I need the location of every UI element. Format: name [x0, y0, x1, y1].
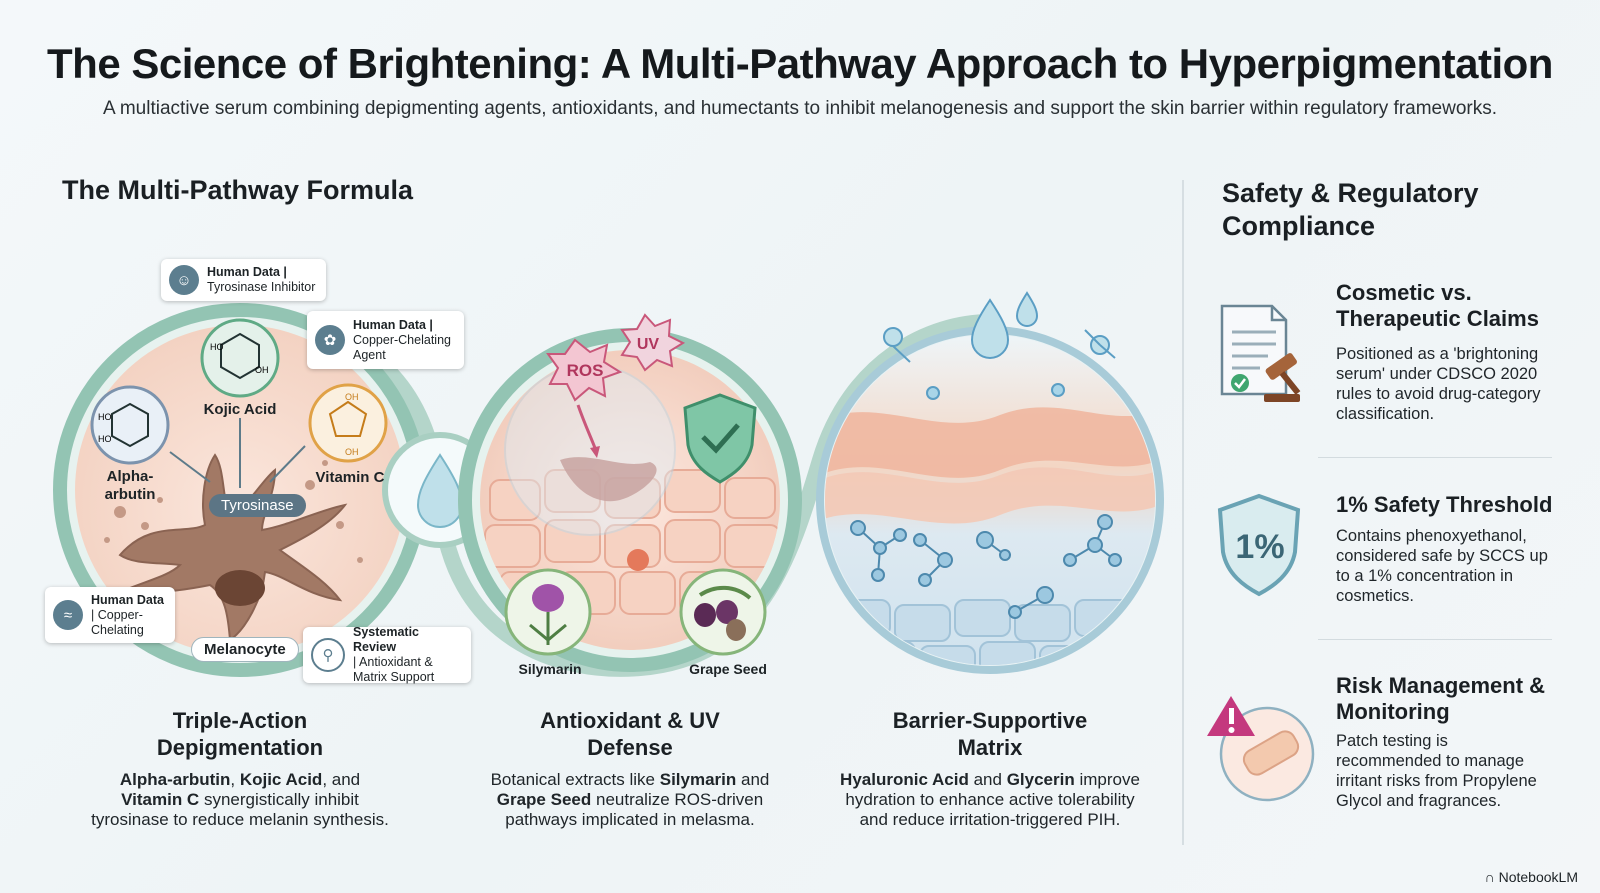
shield-icon: 1% — [1217, 493, 1301, 597]
vitamin-c-molecule: OH OH — [308, 383, 388, 463]
silymarin-label: Silymarin — [518, 661, 582, 677]
callout-tyrosinase-inhibitor: ☺ Human Data |Tyrosinase Inhibitor — [161, 259, 326, 301]
silymarin-thistle-icon — [504, 568, 592, 656]
one-percent-badge: 1% — [1235, 528, 1284, 566]
section-divider — [1182, 180, 1184, 845]
svg-text:OH: OH — [345, 447, 359, 457]
svg-text:OH: OH — [255, 365, 269, 375]
notebooklm-brand: ∩ NotebookLM — [1484, 869, 1578, 885]
barrier-text: Hyaluronic Acid and Glycerin improve hyd… — [840, 770, 1140, 829]
svg-text:ROS: ROS — [567, 361, 604, 380]
shield-check-icon — [683, 393, 757, 484]
ros-arrow — [576, 404, 597, 449]
water-droplets — [926, 383, 1065, 400]
vitamin-c-label: Vitamin C — [315, 469, 385, 486]
svg-text:HO: HO — [98, 412, 112, 422]
alpha-arbutin-label: Alpha-arbutin — [104, 468, 156, 503]
cosmetic-claims-heading: Cosmetic vs. Therapeutic Claims — [1336, 280, 1539, 331]
safety-heading: Safety & Regulatory Compliance — [1222, 178, 1479, 241]
safety-threshold-text: Contains phenoxyethanol, considered safe… — [1336, 527, 1548, 605]
tyrosinase-pill: Tyrosinase — [209, 494, 306, 517]
protective-sphere — [504, 364, 676, 536]
document-gavel-icon — [1220, 304, 1301, 402]
callout-copper-chelating-agent: ✿ Human Data |Copper-Chelating Agent — [307, 311, 464, 369]
callout-systematic-review: ⚲ Systematic Review| Antioxidant & Matri… — [303, 625, 471, 684]
kojic-acid-molecule: HO OH — [200, 318, 280, 398]
document-search-icon: ⚲ — [311, 638, 345, 672]
antioxidant-text: Botanical extracts like Silymarin and Gr… — [490, 770, 770, 829]
person-icon: ☺ — [169, 265, 199, 295]
right-divider-2 — [1318, 639, 1552, 640]
triple-action-heading: Triple-Action Depigmentation — [156, 708, 324, 760]
safety-threshold-heading: 1% Safety Threshold — [1336, 492, 1553, 517]
risk-management-heading: Risk Management & Monitoring — [1336, 673, 1546, 724]
callout-copper-chelating: ≈ Human Data| Copper-Chelating — [45, 587, 175, 643]
triple-action-text: Alpha-arbutin, Kojic Acid, and Vitamin C… — [91, 770, 389, 829]
uv-burst: UV — [620, 313, 686, 372]
kojic-acid-label: Kojic Acid — [203, 401, 277, 418]
formula-heading: The Multi-Pathway Formula — [62, 175, 414, 205]
svg-text:HO: HO — [210, 342, 224, 352]
melanin-dots — [104, 460, 363, 563]
cosmetic-claims-text: Positioned as a 'brightoning serum' unde… — [1336, 345, 1541, 423]
chart-icon: ≈ — [53, 600, 83, 630]
hydration-droplet-icons — [883, 291, 1116, 363]
antioxidant-heading: Antioxidant & UV Defense — [540, 708, 720, 760]
molecule-icon: ✿ — [315, 325, 345, 355]
svg-text:UV: UV — [637, 336, 660, 353]
ros-burst: ROS — [546, 338, 623, 402]
barrier-heading: Barrier-Supportive Matrix — [892, 708, 1088, 760]
page-subtitle: A multiactive serum combining depigmenti… — [102, 98, 1498, 119]
page-title: The Science of Brightening: A Multi-Path… — [47, 40, 1553, 87]
melanocyte-pill: Melanocyte — [191, 637, 299, 662]
svg-text:HO: HO — [98, 434, 112, 444]
grape-seed-label: Grape Seed — [689, 661, 767, 677]
multi-pathway-diagram: HO OH HO HO OH OH — [53, 291, 1164, 677]
risk-management-text: Patch testing is recommended to manage i… — [1336, 732, 1537, 810]
inhibition-lines — [169, 418, 306, 488]
alpha-arbutin-molecule: HO HO — [90, 385, 170, 465]
hyaluronic-molecules — [850, 514, 1122, 619]
warning-bandage-icon — [1207, 696, 1315, 802]
right-divider-1 — [1318, 457, 1552, 458]
svg-text:OH: OH — [345, 392, 359, 402]
grape-seed-icon — [679, 568, 767, 656]
